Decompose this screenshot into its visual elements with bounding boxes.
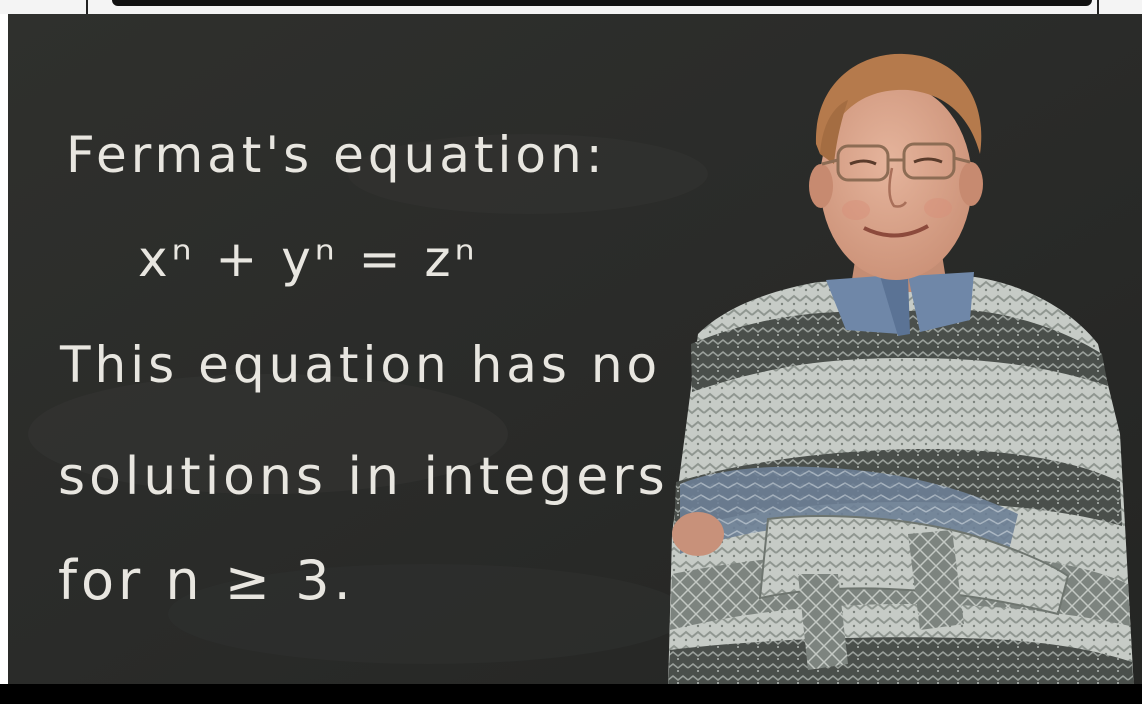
chalk-line-4: solutions in integers	[58, 447, 669, 507]
chalk-line-2: xⁿ + yⁿ = zⁿ	[138, 230, 479, 288]
glasses	[821, 142, 971, 182]
chalk-line-5: for n ≥ 3.	[58, 549, 355, 612]
photo: Fermat's equation: xⁿ + yⁿ = zⁿ This equ…	[8, 14, 1142, 690]
face	[820, 84, 972, 280]
smile	[863, 224, 929, 238]
top-caption-strip	[0, 0, 1142, 15]
caption-divider-right	[1097, 0, 1099, 14]
caption-divider-left	[86, 0, 88, 14]
chalk-writing: Fermat's equation: xⁿ + yⁿ = zⁿ This equ…	[58, 126, 669, 612]
hair	[815, 53, 982, 154]
left-margin	[0, 14, 8, 690]
chalk-line-1: Fermat's equation:	[66, 126, 607, 184]
photo-illustration: Fermat's equation: xⁿ + yⁿ = zⁿ This equ…	[8, 14, 1142, 690]
chalk-line-3: This equation has no	[59, 336, 661, 394]
hand	[672, 512, 724, 556]
caption-text-cropped	[112, 0, 1092, 6]
bottom-border	[0, 684, 1142, 704]
shirt-collar-right	[908, 272, 974, 332]
shirt-collar-left	[826, 276, 900, 334]
person	[668, 53, 1134, 690]
